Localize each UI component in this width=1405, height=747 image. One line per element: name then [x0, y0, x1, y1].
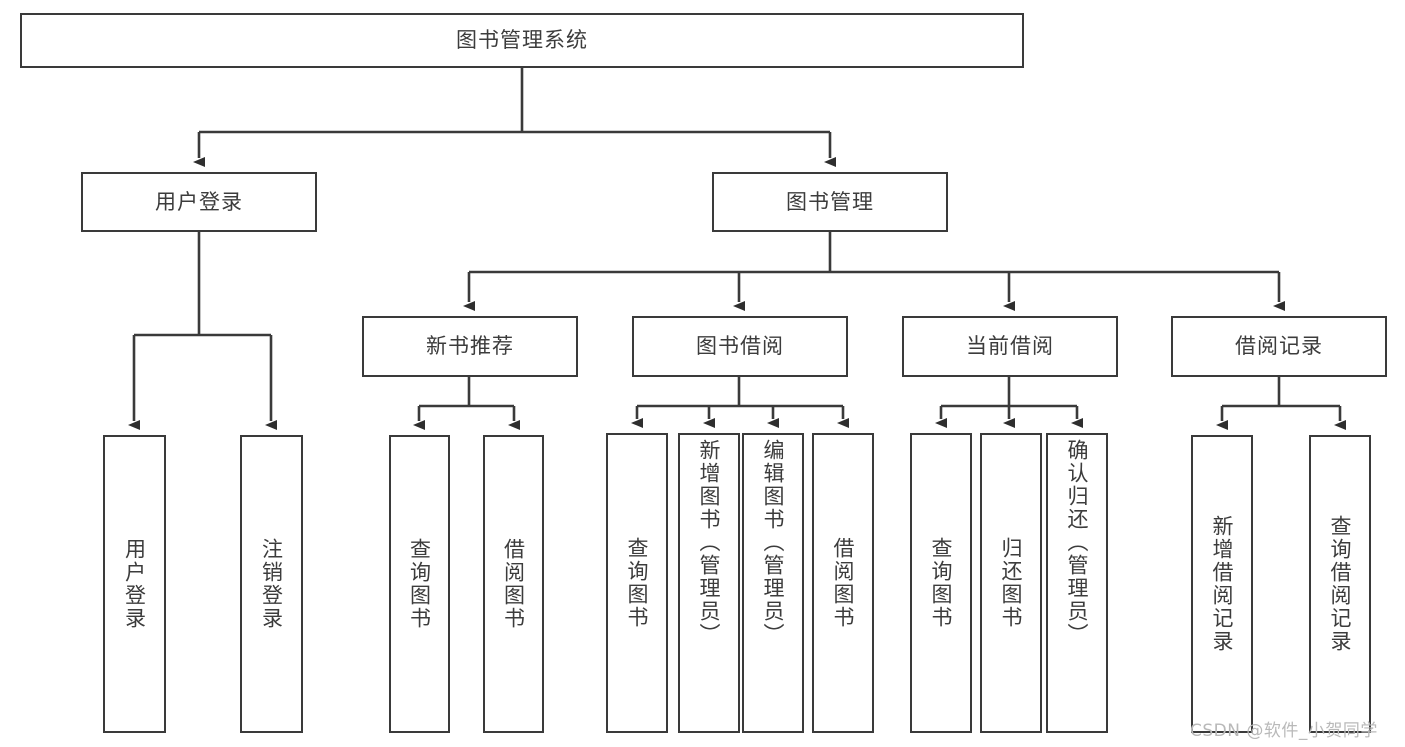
node-book-management-label: 图书管理: [786, 189, 874, 214]
leaf-current-confirm-return-label: 确认归还（管理员）: [1065, 439, 1090, 646]
leaf-borrow-edit-book[interactable]: 编辑图书（管理员）: [742, 433, 804, 733]
node-book-borrow-label: 图书借阅: [696, 334, 784, 359]
leaf-current-query-book-label: 查询图书: [929, 537, 954, 629]
leaf-record-query-record-label: 查询借阅记录: [1328, 515, 1353, 653]
node-user-login[interactable]: 用户登录: [81, 172, 317, 232]
csdn-watermark: CSDN @软件_小贺同学: [1190, 721, 1378, 741]
leaf-user-login-logout-label: 注销登录: [259, 538, 284, 630]
leaf-current-query-book[interactable]: 查询图书: [910, 433, 972, 733]
node-user-login-label: 用户登录: [155, 189, 243, 214]
node-borrow-record-label: 借阅记录: [1235, 334, 1323, 359]
leaf-current-confirm-return[interactable]: 确认归还（管理员）: [1046, 433, 1108, 733]
leaf-new-book-borrow[interactable]: 借阅图书: [483, 435, 544, 733]
leaf-borrow-add-book[interactable]: 新增图书（管理员）: [678, 433, 740, 733]
leaf-borrow-borrow-book[interactable]: 借阅图书: [812, 433, 874, 733]
node-current-borrow[interactable]: 当前借阅: [902, 316, 1118, 377]
node-root-system[interactable]: 图书管理系统: [20, 13, 1024, 68]
leaf-new-book-query[interactable]: 查询图书: [389, 435, 450, 733]
leaf-user-login-logout[interactable]: 注销登录: [240, 435, 303, 733]
leaf-record-add-record-label: 新增借阅记录: [1210, 515, 1235, 653]
node-book-management[interactable]: 图书管理: [712, 172, 948, 232]
node-new-book-recommend[interactable]: 新书推荐: [362, 316, 578, 377]
leaf-record-add-record[interactable]: 新增借阅记录: [1191, 435, 1253, 733]
leaf-current-return-book[interactable]: 归还图书: [980, 433, 1042, 733]
leaf-record-query-record[interactable]: 查询借阅记录: [1309, 435, 1371, 733]
leaf-borrow-borrow-book-label: 借阅图书: [831, 537, 856, 629]
leaf-borrow-query-book-label: 查询图书: [625, 537, 650, 629]
leaf-borrow-edit-book-label: 编辑图书（管理员）: [761, 439, 786, 646]
leaf-borrow-query-book[interactable]: 查询图书: [606, 433, 668, 733]
leaf-user-login-login[interactable]: 用户登录: [103, 435, 166, 733]
leaf-borrow-add-book-label: 新增图书（管理员）: [697, 439, 722, 646]
node-root-system-label: 图书管理系统: [456, 28, 588, 53]
leaf-user-login-login-label: 用户登录: [122, 538, 147, 630]
leaf-new-book-borrow-label: 借阅图书: [501, 538, 526, 630]
node-new-book-recommend-label: 新书推荐: [426, 334, 514, 359]
node-current-borrow-label: 当前借阅: [966, 334, 1054, 359]
leaf-new-book-query-label: 查询图书: [407, 538, 432, 630]
node-book-borrow[interactable]: 图书借阅: [632, 316, 848, 377]
node-borrow-record[interactable]: 借阅记录: [1171, 316, 1387, 377]
leaf-current-return-book-label: 归还图书: [999, 537, 1024, 629]
